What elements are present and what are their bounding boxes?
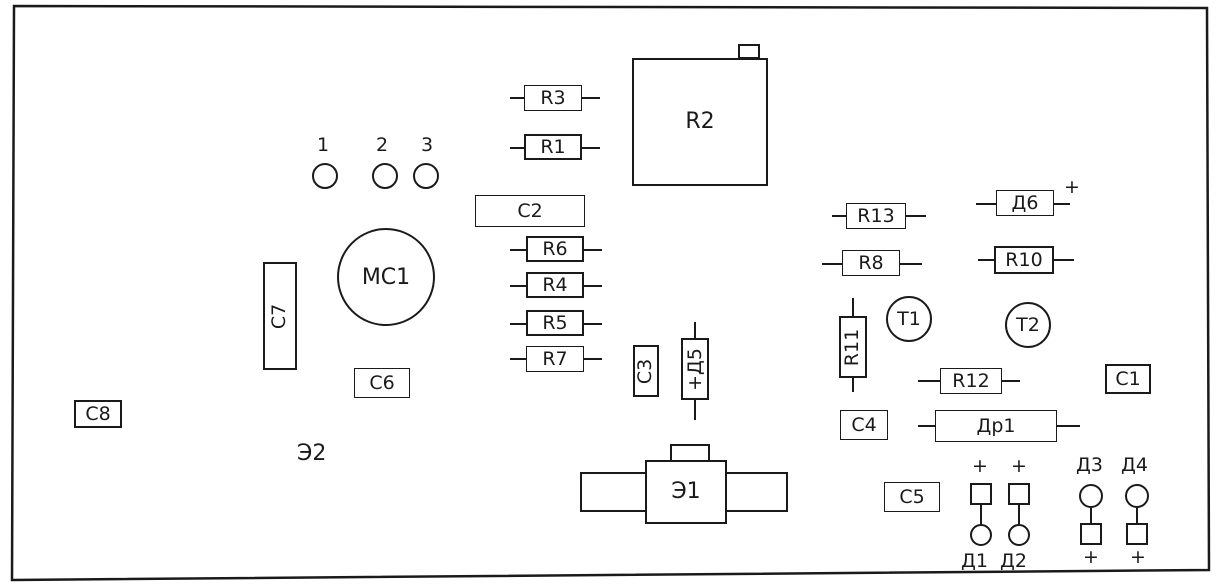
- capacitor-c6: C6: [354, 368, 410, 398]
- trimmer-r2: R2: [632, 58, 768, 186]
- pin-pad-3: [413, 163, 439, 189]
- resistor-r13: R13: [846, 203, 906, 229]
- d6-plus-label: +: [1064, 176, 1080, 198]
- d3-square-pad: [1080, 523, 1102, 545]
- d2-lead: [1018, 505, 1020, 525]
- d3-round-pad: [1079, 484, 1103, 508]
- transistor-t2: T2: [1005, 302, 1051, 348]
- microcircuit-mc1: MC1: [337, 228, 435, 326]
- d1-round-pad: [970, 524, 992, 546]
- resistor-r10: R10: [994, 246, 1054, 274]
- d2-square-pad: [1008, 483, 1030, 505]
- element-e2-label: Э2: [297, 441, 327, 466]
- d1-label: Д1: [961, 550, 988, 572]
- pin-label-1: 1: [317, 134, 330, 156]
- resistor-r3: R3: [524, 85, 582, 111]
- d4-lead: [1136, 508, 1138, 524]
- pin-pad-1: [312, 163, 338, 189]
- resistor-r8: R8: [842, 250, 900, 276]
- resistor-r5: R5: [526, 310, 584, 336]
- d1-lead: [980, 505, 982, 525]
- trimmer-r2-tab: [738, 44, 760, 59]
- d3-lead: [1090, 508, 1092, 524]
- d3-plus-label: +: [1083, 546, 1099, 568]
- element-e1: Э1: [645, 460, 727, 524]
- d2-plus-label: +: [1011, 455, 1027, 477]
- d2-label: Д2: [1000, 550, 1027, 572]
- transistor-t1: T1: [886, 296, 932, 342]
- capacitor-c1: C1: [1105, 364, 1151, 394]
- d1-plus-label: +: [972, 455, 988, 477]
- diode-d6: Д6: [996, 190, 1054, 216]
- capacitor-c8: C8: [74, 400, 122, 428]
- d1-square-pad: [970, 483, 992, 505]
- d4-square-pad: [1126, 523, 1148, 545]
- capacitor-c5: C5: [884, 482, 940, 512]
- d4-round-pad: [1125, 484, 1149, 508]
- choke-dr1: Др1: [935, 410, 1057, 442]
- capacitor-c3: C3: [633, 345, 659, 397]
- d4-label: Д4: [1121, 454, 1148, 476]
- pin-label-3: 3: [421, 134, 434, 156]
- d2-round-pad: [1008, 524, 1030, 546]
- resistor-r1: R1: [524, 134, 582, 160]
- capacitor-c4: C4: [840, 410, 888, 440]
- diode-d5: +Д5: [681, 338, 709, 400]
- pin-pad-2: [372, 163, 398, 189]
- d4-plus-label: +: [1130, 546, 1146, 568]
- resistor-r4: R4: [526, 272, 584, 298]
- resistor-r11: R11: [839, 316, 867, 378]
- resistor-r12: R12: [940, 368, 1002, 394]
- capacitor-c2: C2: [475, 195, 585, 227]
- resistor-r7: R7: [526, 346, 584, 372]
- d3-label: Д3: [1076, 454, 1103, 476]
- resistor-r6: R6: [526, 236, 584, 262]
- pin-label-2: 2: [376, 134, 389, 156]
- capacitor-c7: C7: [263, 262, 297, 370]
